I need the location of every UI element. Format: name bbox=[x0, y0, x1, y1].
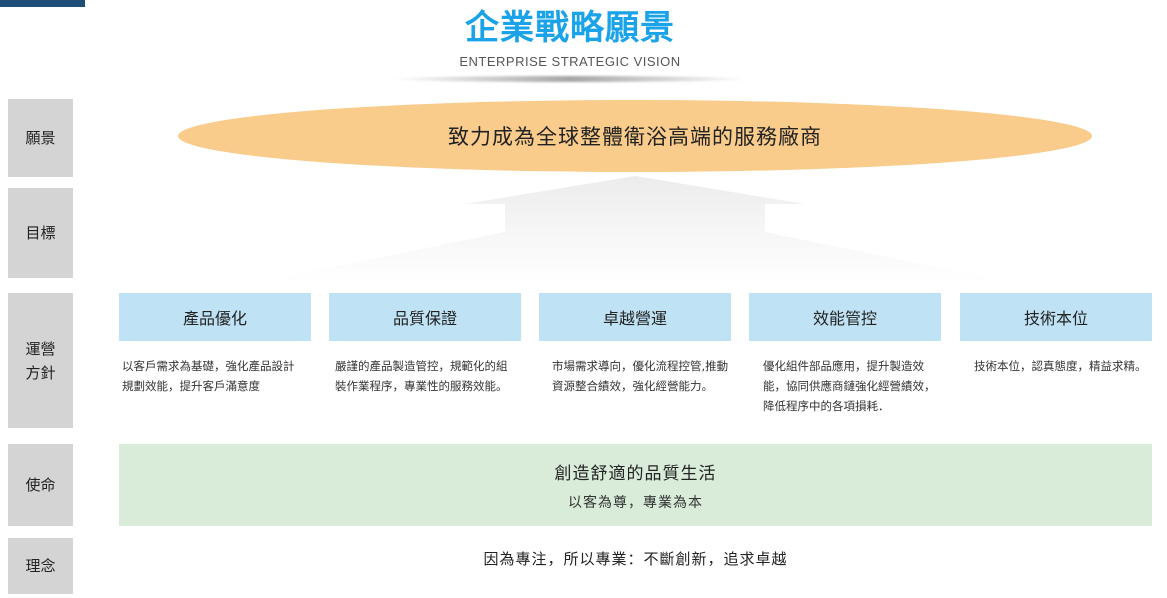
page-title: 企業戰略願景 bbox=[465, 8, 675, 48]
operation-desc-2: 嚴謹的產品製造管控，規範化的組裝作業程序，專業性的服務效能。 bbox=[335, 359, 508, 393]
row-label-concept: 理念 bbox=[8, 538, 73, 594]
title-divider bbox=[390, 76, 750, 82]
operation-title-1: 產品優化 bbox=[182, 309, 247, 328]
row-label-goal-text: 目標 bbox=[25, 224, 56, 242]
operation-box-2: 品質保證 bbox=[329, 293, 521, 341]
operation-box-1: 產品優化 bbox=[119, 293, 311, 341]
row-label-operation: 運營 方針 bbox=[8, 293, 73, 428]
row-label-mission-text: 使命 bbox=[25, 476, 56, 494]
row-label-vision-text: 願景 bbox=[25, 129, 56, 147]
page-subtitle: ENTERPRISE STRATEGIC VISION bbox=[459, 54, 681, 69]
row-label-mission: 使命 bbox=[8, 444, 73, 526]
vision-text: 致力成為全球整體衛浴高端的服務廠商 bbox=[448, 125, 822, 149]
operation-title-2: 品質保證 bbox=[392, 309, 457, 328]
operation-title-3: 卓越營運 bbox=[602, 309, 667, 328]
row-label-operation-line1: 運營 bbox=[25, 339, 56, 358]
goal-arrow-shape bbox=[260, 176, 1010, 282]
row-label-concept-text: 理念 bbox=[25, 557, 56, 575]
concept-text: 因為專注，所以專業：不斷創新，追求卓越 bbox=[483, 550, 788, 568]
corner-tab bbox=[0, 0, 85, 7]
header: 企業戰略願景 ENTERPRISE STRATEGIC VISION bbox=[380, 6, 760, 69]
row-label-operation-line2: 方針 bbox=[25, 363, 56, 382]
operation-desc-3: 市場需求導向，優化流程控管,推動資源整合績效，強化經營能力。 bbox=[552, 359, 729, 393]
operation-desc-1: 以客戶需求為基礎，強化產品設計規劃效能，提升客戶滿意度 bbox=[122, 359, 295, 393]
operation-box-3: 卓越營運 bbox=[539, 293, 731, 341]
operation-box-5: 技術本位 bbox=[960, 293, 1152, 341]
row-label-goal: 目標 bbox=[8, 188, 73, 278]
mission-sub-text: 以客為尊，專業為本 bbox=[568, 494, 703, 511]
operation-title-4: 效能管控 bbox=[812, 309, 877, 328]
operation-title-5: 技術本位 bbox=[1023, 309, 1088, 328]
vision-ellipse: 致力成為全球整體衛浴高端的服務廠商 bbox=[178, 100, 1092, 172]
operation-desc-5: 技術本位，認真態度，精益求精。 bbox=[974, 359, 1147, 373]
operation-desc-4: 優化組件部品應用，提升製造效能，協同供應商鏈強化經營績效，降低程序中的各項損耗． bbox=[763, 359, 936, 413]
operation-box-4: 效能管控 bbox=[749, 293, 941, 341]
mission-box: 創造舒適的品質生活 以客為尊，專業為本 bbox=[119, 444, 1152, 526]
mission-main-text: 創造舒適的品質生活 bbox=[554, 463, 717, 484]
row-label-vision: 願景 bbox=[8, 99, 73, 177]
